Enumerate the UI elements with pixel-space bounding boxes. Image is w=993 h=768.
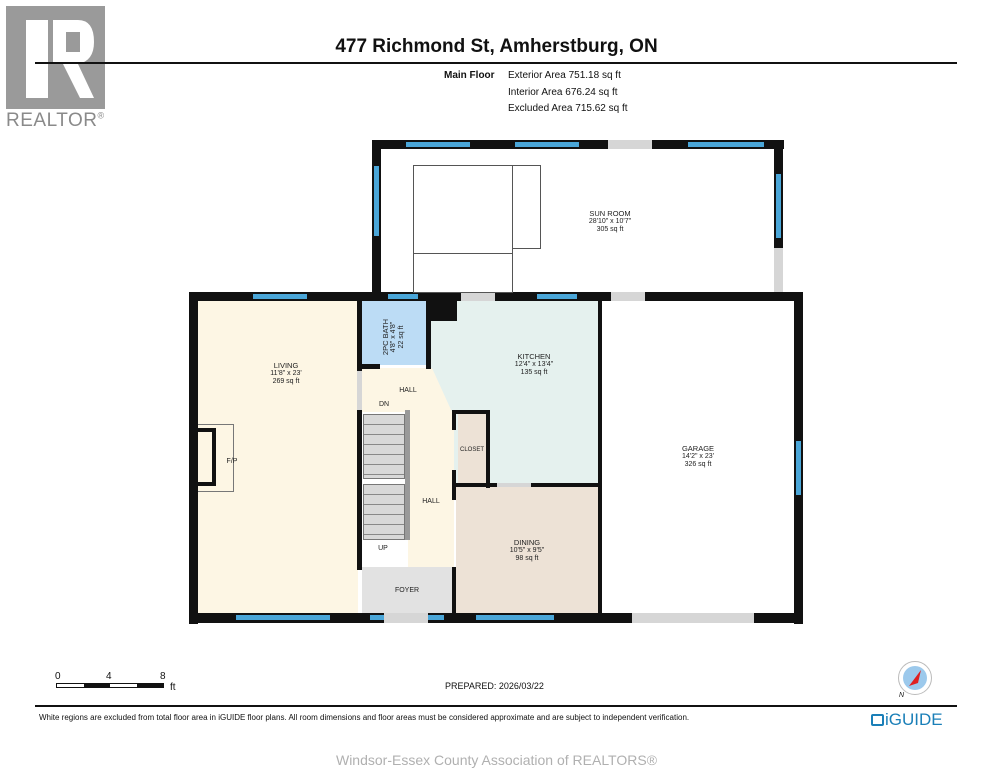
page-title: 477 Richmond St, Amherstburg, ON bbox=[335, 36, 658, 57]
scale-tick-4: 4 bbox=[106, 671, 112, 682]
furniture bbox=[413, 165, 513, 254]
wall bbox=[531, 483, 599, 487]
opening bbox=[497, 483, 531, 487]
front-door bbox=[384, 613, 428, 623]
room-kitchen bbox=[430, 301, 598, 484]
wall bbox=[189, 292, 198, 624]
exterior-area: Exterior Area 751.18 sq ft bbox=[508, 70, 621, 81]
wall bbox=[452, 410, 456, 430]
wall bbox=[452, 567, 456, 615]
door bbox=[608, 140, 652, 149]
room-foyer bbox=[362, 567, 454, 613]
wall bbox=[189, 292, 803, 301]
realtor-r-icon bbox=[26, 20, 94, 98]
wall bbox=[357, 301, 362, 371]
wall bbox=[426, 301, 431, 369]
room-dining bbox=[456, 487, 598, 613]
label-closet: CLOSET bbox=[459, 447, 484, 453]
compass-icon bbox=[898, 661, 932, 695]
iguide-logo: iGUIDE bbox=[871, 710, 943, 730]
label-hall-upper: HALL bbox=[399, 387, 417, 394]
scale-tick-0: 0 bbox=[55, 671, 61, 682]
door bbox=[774, 248, 783, 292]
room-living bbox=[198, 301, 358, 613]
disclaimer: White regions are excluded from total fl… bbox=[39, 713, 690, 722]
compass-needle-icon bbox=[909, 670, 921, 686]
window bbox=[476, 615, 554, 620]
window bbox=[515, 142, 579, 147]
label-stairs-down: DN bbox=[378, 401, 390, 408]
window bbox=[688, 142, 764, 147]
window bbox=[796, 441, 801, 495]
fireplace bbox=[198, 428, 216, 486]
label-foyer: FOYER bbox=[394, 587, 420, 594]
realtor-logo-text: REALTOR® bbox=[6, 110, 105, 131]
label-fireplace: F/P bbox=[226, 458, 238, 465]
label-hall-lower: HALL bbox=[422, 498, 440, 505]
interior-area: Interior Area 676.24 sq ft bbox=[508, 87, 618, 98]
room-2pc-bath bbox=[362, 301, 426, 365]
room-hall-lower bbox=[408, 412, 454, 567]
scale-unit: ft bbox=[170, 682, 176, 693]
wall bbox=[357, 410, 362, 570]
garage-door bbox=[632, 613, 754, 623]
wall bbox=[452, 410, 490, 414]
fireplace-hearth bbox=[198, 424, 234, 492]
wall bbox=[431, 301, 457, 321]
room-sun-room bbox=[382, 148, 774, 294]
door bbox=[461, 292, 495, 301]
association-footer: Windsor-Essex County Association of REAL… bbox=[335, 752, 658, 768]
window bbox=[406, 142, 470, 147]
prepared-date: PREPARED: 2026/03/22 bbox=[445, 681, 544, 691]
scale-bar bbox=[56, 683, 164, 688]
stairs-down bbox=[363, 414, 405, 479]
window bbox=[253, 294, 307, 299]
compass-north-label: N bbox=[899, 692, 905, 699]
footer-divider bbox=[35, 705, 957, 707]
wall bbox=[362, 364, 380, 369]
furniture bbox=[512, 165, 541, 249]
wall bbox=[452, 483, 497, 487]
window bbox=[776, 174, 781, 238]
stair-rail bbox=[405, 410, 410, 540]
window bbox=[236, 615, 330, 620]
window bbox=[428, 615, 444, 620]
room-garage bbox=[602, 301, 794, 613]
wall bbox=[486, 410, 490, 488]
title-divider bbox=[35, 62, 957, 64]
stairs-up bbox=[363, 484, 405, 540]
window bbox=[370, 615, 384, 620]
iguide-camera-icon bbox=[871, 714, 884, 726]
scale-tick-8: 8 bbox=[160, 671, 166, 682]
label-stairs-up: UP bbox=[378, 545, 388, 552]
floor-label: Main Floor bbox=[444, 70, 495, 81]
furniture bbox=[413, 253, 513, 293]
door bbox=[611, 292, 645, 301]
room-closet bbox=[458, 413, 486, 483]
realtor-logo bbox=[6, 6, 105, 109]
opening bbox=[357, 371, 362, 410]
excluded-area: Excluded Area 715.62 sq ft bbox=[508, 103, 628, 114]
wall bbox=[598, 301, 602, 614]
window bbox=[374, 166, 379, 236]
window bbox=[537, 294, 577, 299]
window bbox=[388, 294, 418, 299]
